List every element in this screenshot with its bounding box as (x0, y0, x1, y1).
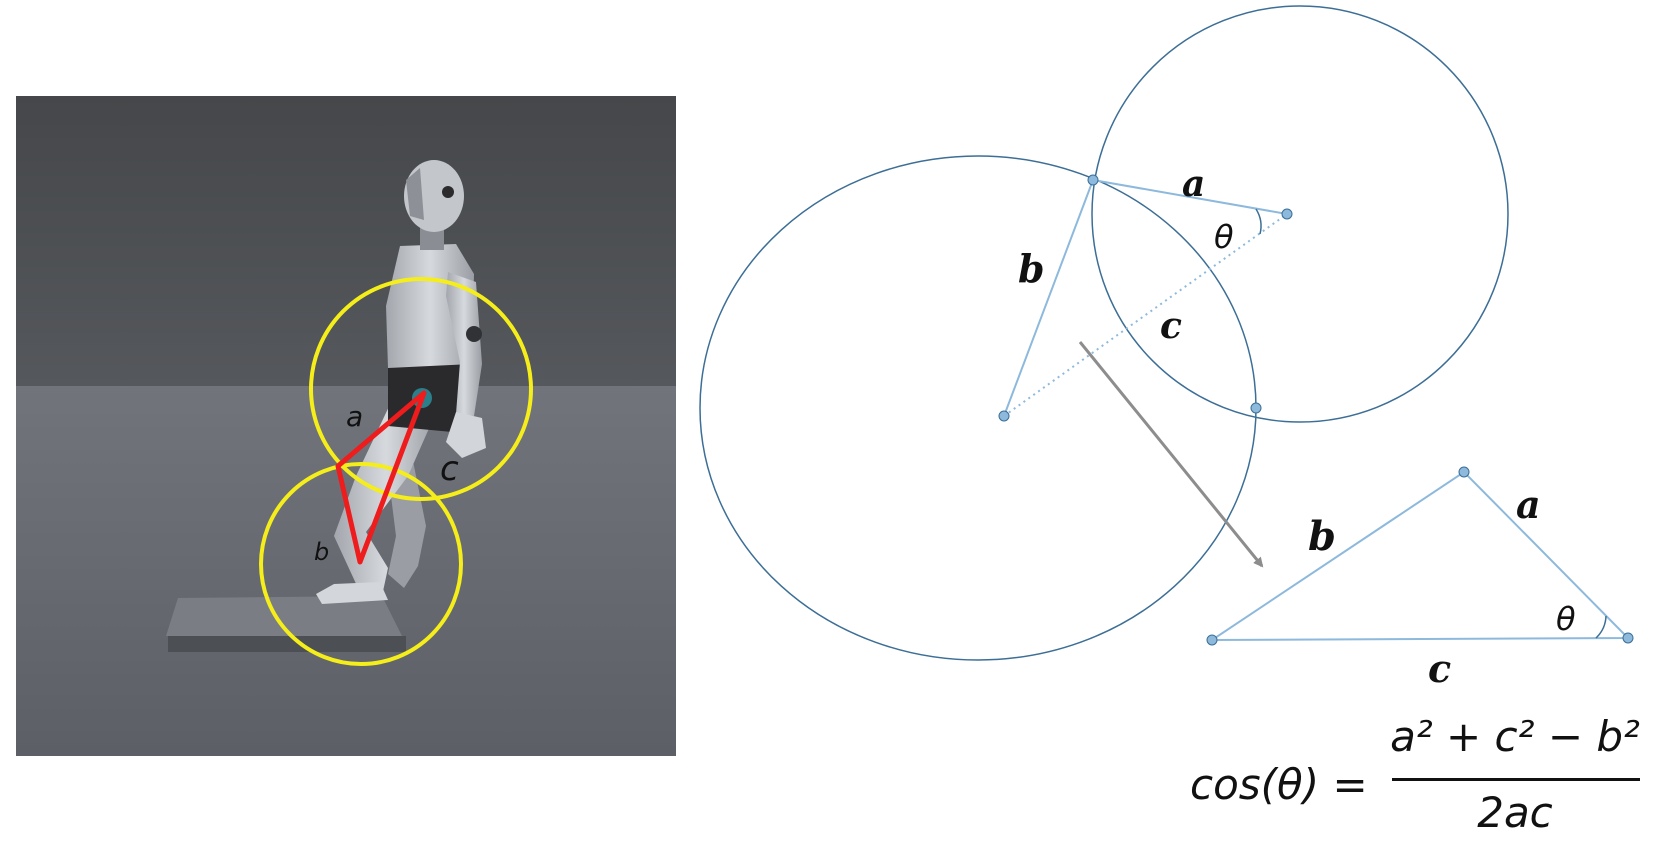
point-theta-top (1281, 208, 1293, 220)
wall (16, 96, 676, 386)
law-of-cosines-formula: cos(θ) = a² + c² − b² 2ac (1190, 712, 1660, 842)
triangle-label-theta: θ (1556, 600, 1576, 638)
top-label-a: a (1182, 163, 1205, 205)
top-label-theta: θ (1214, 218, 1234, 256)
viewport-label-c: c (440, 449, 459, 489)
point-center-large (998, 410, 1010, 422)
lower-yellow-circle (259, 462, 463, 666)
segment-c-dotted (1003, 213, 1288, 417)
viewport-scene: a c b (16, 96, 676, 756)
point-intersection-top (1087, 174, 1099, 186)
viewport-label-b: b (314, 538, 329, 566)
top-label-b: b (1018, 246, 1045, 291)
triangle-label-a: a (1516, 482, 1541, 527)
floor (16, 386, 676, 756)
top-label-c: c (1160, 305, 1182, 347)
segment-b (1003, 179, 1094, 417)
segment-a (1092, 179, 1288, 215)
red-ik-triangle (335, 390, 427, 565)
viewport-label-a: a (346, 400, 363, 433)
triangle-vertex-right (1622, 632, 1634, 644)
robot-figure (316, 160, 486, 604)
upper-yellow-circle (309, 277, 533, 501)
triangle-label-b: b (1308, 513, 1336, 560)
triangle-vertex-top (1458, 466, 1470, 478)
formula-lhs: cos(θ) = (1190, 760, 1368, 809)
formula-denominator: 2ac (1477, 788, 1553, 837)
ik-viewport-image: a c b (16, 96, 676, 756)
point-intersection-bottom (1250, 402, 1262, 414)
formula-numerator: a² + c² − b² (1390, 712, 1640, 761)
formula-fraction-bar (1392, 778, 1640, 781)
large-circle (699, 155, 1257, 661)
triangle-label-c: c (1428, 646, 1451, 691)
theta-arc-bottom (1595, 615, 1607, 639)
result-triangle (1208, 470, 1631, 642)
step-block-top (166, 596, 402, 636)
transition-arrow (1078, 341, 1264, 568)
theta-arc-top (1255, 208, 1262, 235)
triangle-vertex-left (1206, 634, 1218, 646)
step-block-front (168, 636, 406, 652)
small-circle (1091, 5, 1509, 423)
